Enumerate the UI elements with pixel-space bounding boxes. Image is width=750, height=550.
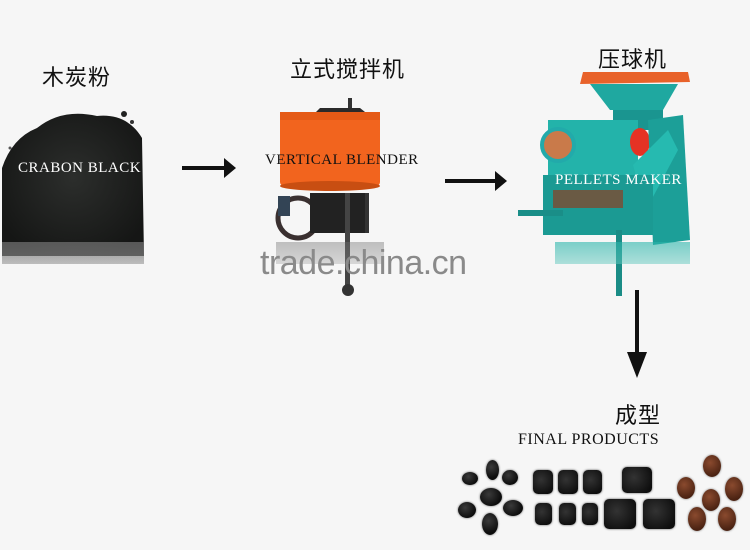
image-bottom-band — [276, 242, 384, 264]
step3-cn-label: 压球机 — [598, 48, 668, 73]
arrow-right-icon — [445, 171, 507, 191]
step4-cn-label: 成型 — [615, 404, 662, 429]
carbon-black-pile-image — [2, 108, 144, 256]
step1-en-label: CRABON BLACK — [18, 160, 142, 176]
pellets-maker-image — [518, 70, 693, 300]
arrow-down-icon — [625, 290, 649, 382]
image-bottom-band — [2, 242, 144, 264]
watermark-text: trade.china.cn — [260, 244, 467, 282]
step4-en-label: FINAL PRODUCTS — [518, 431, 660, 448]
step1-cn-label: 木炭粉 — [42, 66, 112, 91]
step2-en-label: VERTICAL BLENDER — [265, 152, 419, 168]
final-products-image — [455, 455, 750, 545]
vertical-blender-image — [270, 98, 390, 298]
step3-en-label: PELLETS MAKER — [555, 172, 682, 188]
step2-cn-label: 立式搅拌机 — [290, 58, 406, 83]
arrow-right-icon — [182, 158, 236, 178]
image-bottom-band — [555, 242, 690, 264]
